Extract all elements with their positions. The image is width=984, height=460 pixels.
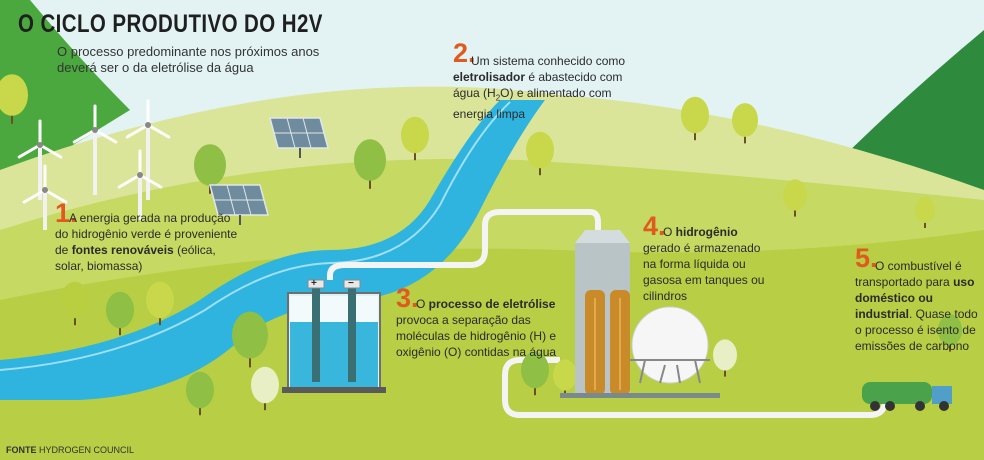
tree (354, 139, 386, 189)
tree (61, 281, 89, 326)
step-3-number: 3. (396, 283, 419, 313)
wind-turbine (22, 164, 68, 230)
page-subtitle: O processo predominante nos próximos ano… (57, 44, 320, 75)
left-mountain (0, 0, 130, 190)
tree (526, 131, 554, 176)
tree (232, 311, 268, 368)
tree (106, 291, 134, 336)
step-2-text: Um sistema conhecido como eletrolisador … (453, 54, 626, 122)
negative-electrode-label: − (348, 278, 354, 289)
tree (251, 366, 279, 411)
tree (783, 179, 807, 217)
tree (194, 144, 226, 194)
river (0, 100, 545, 400)
step-3-text: O processo de eletrólise provoca a separ… (396, 297, 557, 359)
tree (681, 96, 709, 141)
wind-turbine (125, 99, 171, 200)
tree (401, 116, 429, 161)
solar-panel (209, 184, 269, 225)
step-1-text: A energia gerada na produção do hidrogên… (55, 211, 238, 273)
hydrogen-pipe (502, 357, 888, 418)
tree (521, 351, 549, 396)
tree (732, 103, 758, 144)
tree (0, 74, 28, 124)
wind-turbine (72, 104, 118, 195)
tree (915, 197, 935, 228)
electrolyser (282, 279, 386, 393)
step-4-number: 4. (643, 211, 666, 241)
truck (862, 382, 952, 411)
tree (146, 281, 174, 326)
source-credit: FONTE HYDROGEN COUNCIL (6, 445, 135, 455)
step-5-text: O combustível é transportado para uso do… (855, 259, 978, 353)
hydrogen-storage (560, 230, 720, 398)
tree (938, 314, 962, 352)
positive-electrode-label: + (311, 278, 317, 289)
wind-turbine (117, 149, 163, 220)
water-pipe (327, 209, 601, 280)
tree (713, 339, 737, 377)
tree (186, 371, 214, 416)
step-5-number: 5. (855, 243, 878, 273)
step-4-text: O hidrogênio gerado é armazenado na form… (643, 225, 765, 303)
solar-panel (269, 117, 329, 158)
step-2-number: 2. (453, 38, 476, 68)
wind-turbine (17, 119, 63, 200)
page-title: O CICLO PRODUTIVO DO H2V (18, 10, 323, 38)
step-1-number: 1. (55, 198, 78, 228)
